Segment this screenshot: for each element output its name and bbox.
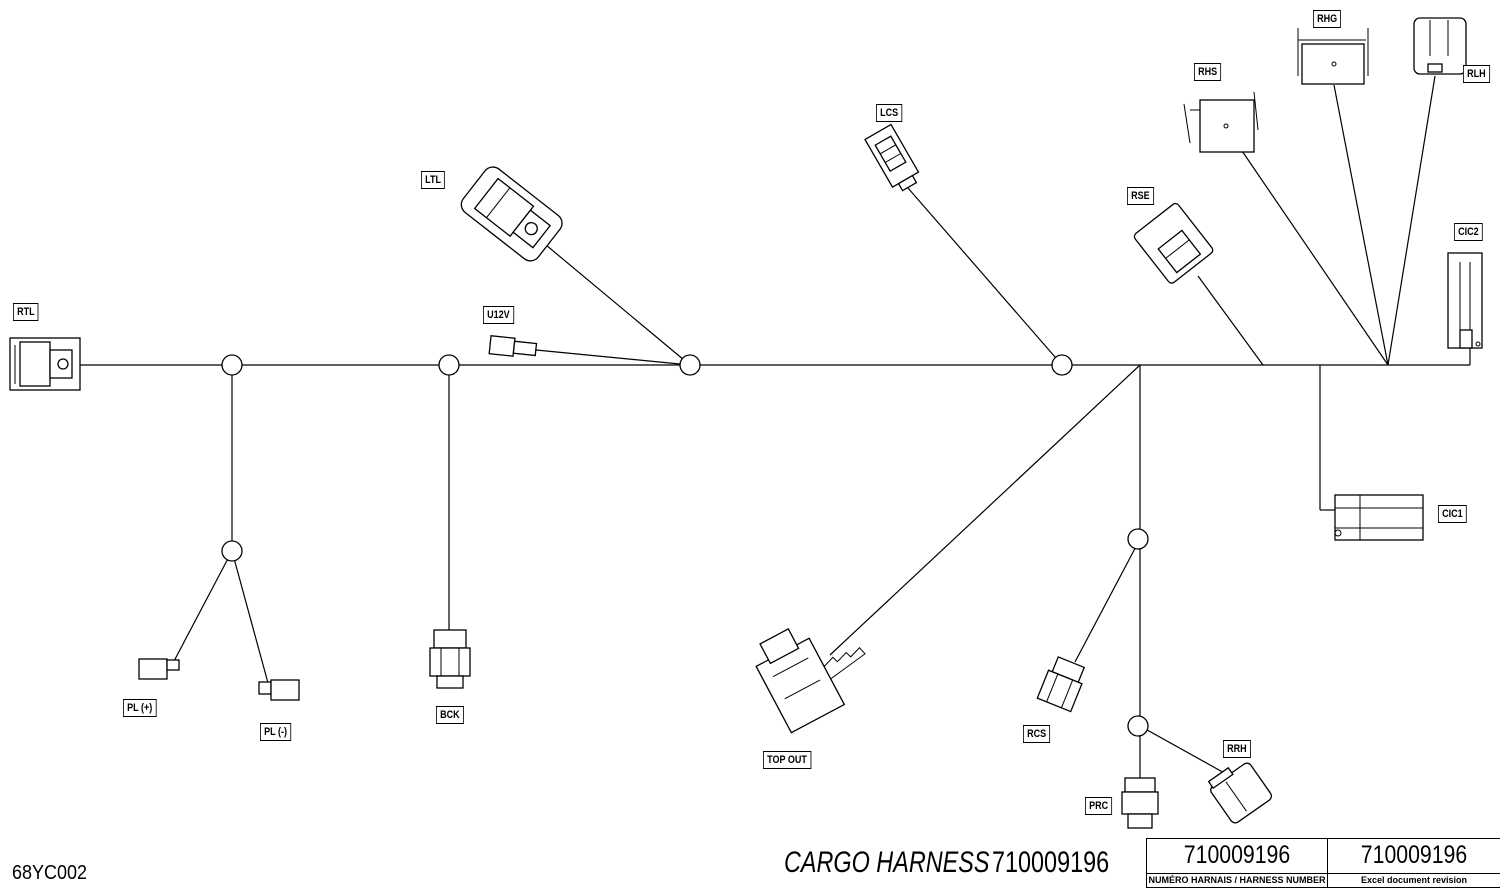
- label-pl-plus: PL (+): [123, 699, 157, 717]
- splice-6: [1127, 528, 1149, 550]
- wire-u12v: [535, 349, 691, 366]
- wire-lcs: [907, 187, 1063, 366]
- wire-pl-minus: [231, 550, 269, 684]
- document-code: 68YC002: [12, 862, 88, 884]
- title-block: 710009196 NUMÉRO HARNAIS / HARNESS NUMBE…: [1146, 838, 1500, 888]
- label-prc: PRC: [1085, 797, 1113, 815]
- connector-rhs-icon: [1183, 91, 1259, 153]
- connector-rse-icon: [1133, 202, 1214, 284]
- connector-prc-icon: [1121, 777, 1159, 829]
- splice-2: [438, 354, 460, 376]
- wire-rcs: [1074, 538, 1141, 663]
- splice-1: [221, 354, 243, 376]
- revision-value: 710009196: [1360, 841, 1468, 869]
- label-rtl: RTL: [13, 303, 39, 321]
- label-rlh: RLH: [1463, 65, 1490, 83]
- wire-pl-plus: [172, 550, 233, 664]
- splice-5: [221, 540, 243, 562]
- diagram-title: CARGO HARNESS: [784, 846, 990, 879]
- connector-cic1-icon: [1334, 494, 1424, 541]
- connector-rtl-icon: [9, 337, 81, 391]
- wire-rlh: [1387, 75, 1436, 366]
- connector-pl-minus-icon: [258, 679, 300, 701]
- label-pl-minus: PL (-): [260, 723, 292, 741]
- label-ltl: LTL: [421, 171, 446, 189]
- splice-3: [679, 354, 701, 376]
- connector-rlh-icon: [1413, 17, 1467, 75]
- label-u12v: U12V: [483, 306, 514, 324]
- label-rse: RSE: [1127, 187, 1154, 205]
- connector-lcs-icon: [864, 123, 920, 192]
- connector-ltl-icon: [460, 166, 563, 262]
- connector-u12v-icon: [488, 335, 538, 357]
- connector-bck-icon: [429, 629, 471, 689]
- label-bck: BCK: [436, 706, 464, 724]
- label-cic1: CIC1: [1438, 505, 1467, 523]
- connector-rcs-icon: [1036, 656, 1086, 713]
- wire-rse: [1197, 275, 1264, 366]
- wire-ltl: [539, 239, 691, 366]
- label-cic2: CIC2: [1454, 223, 1483, 241]
- part-number: 710009196: [992, 846, 1110, 879]
- harness-number-value: 710009196: [1183, 841, 1291, 869]
- wire-rhg: [1333, 84, 1389, 366]
- wire-top-out: [829, 364, 1141, 656]
- revision-caption: Excel document revision: [1328, 873, 1500, 887]
- label-rcs: RCS: [1023, 725, 1051, 743]
- label-lcs: LCS: [876, 104, 903, 122]
- label-rhg: RHG: [1313, 10, 1342, 28]
- label-rhs: RHS: [1194, 63, 1222, 81]
- wire-rrh: [1139, 725, 1229, 776]
- revision-cell: 710009196 Excel document revision: [1327, 838, 1500, 888]
- splice-7: [1127, 715, 1149, 737]
- connector-rrh-icon: [1207, 762, 1273, 824]
- wire-rhs: [1237, 144, 1389, 366]
- label-top-out: TOP OUT: [763, 751, 811, 769]
- connector-rhg-icon: [1297, 28, 1369, 85]
- splice-4: [1051, 354, 1073, 376]
- harness-number-cell: 710009196 NUMÉRO HARNAIS / HARNESS NUMBE…: [1146, 838, 1328, 888]
- label-rrh: RRH: [1223, 740, 1251, 758]
- harness-number-caption: NUMÉRO HARNAIS / HARNESS NUMBER: [1147, 873, 1327, 885]
- connector-pl-plus-icon: [138, 658, 180, 680]
- connector-top-out-icon: [755, 628, 866, 734]
- connector-cic2-icon: [1447, 252, 1483, 349]
